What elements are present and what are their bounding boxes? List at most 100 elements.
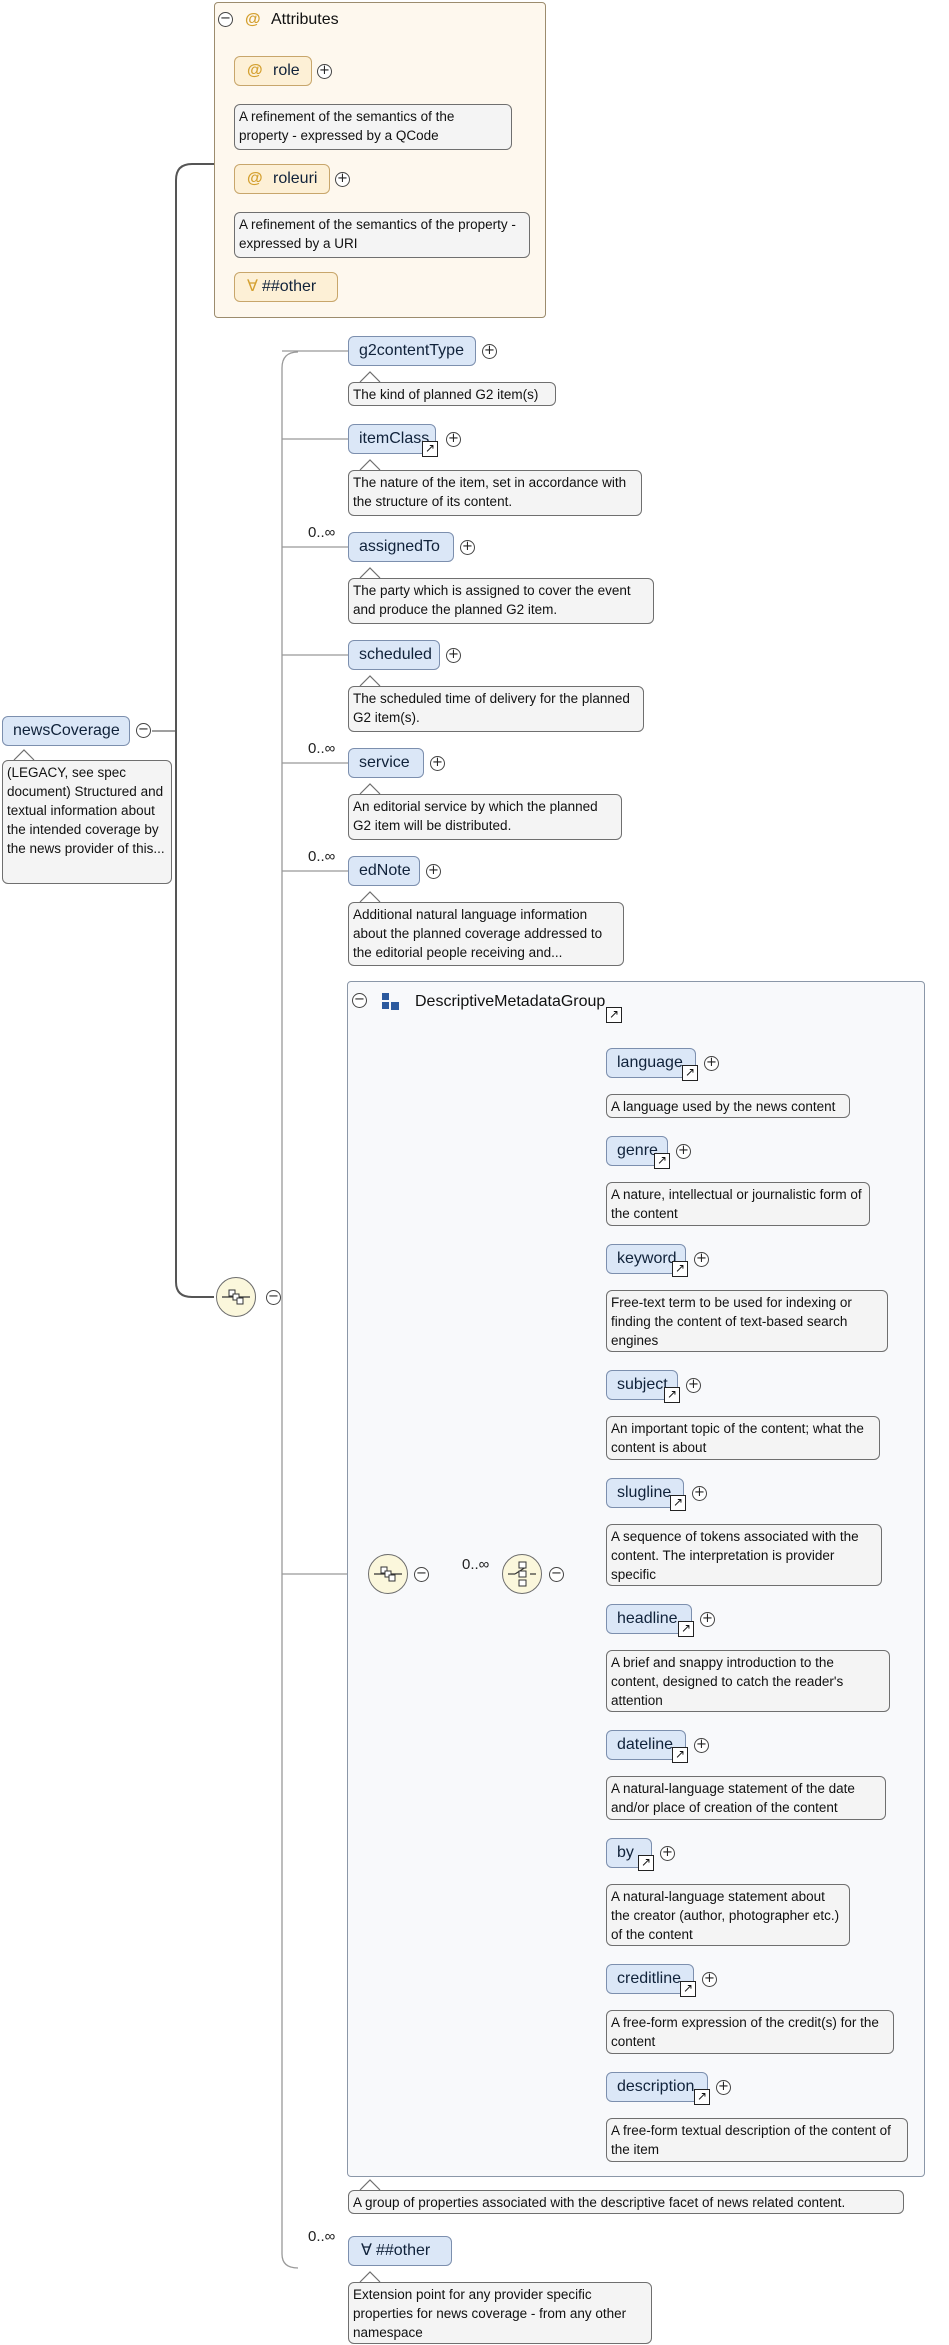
group-element-creditline-expand[interactable]: +: [702, 1972, 717, 1987]
group-element-language-documentation: A language used by the news content: [606, 1094, 850, 1118]
group-element-by-expand[interactable]: +: [660, 1846, 675, 1861]
choice-collapse-toggle[interactable]: −: [549, 1567, 564, 1582]
group-element-keyword-documentation: Free-text term to be used for indexing o…: [606, 1290, 888, 1352]
sequence-branch: [175, 731, 214, 1298]
for-all-icon: ∀: [361, 2242, 372, 2259]
reference-arrow-icon: ↗: [694, 2089, 710, 2105]
group-element-slugline-documentation: A sequence of tokens associated with the…: [606, 1524, 882, 1586]
doc-pointer: [359, 459, 381, 471]
group-element-creditline[interactable]: creditline: [606, 1964, 694, 1994]
element-g2contentType[interactable]: g2contentType: [348, 336, 476, 366]
element-scheduled-documentation: The scheduled time of delivery for the p…: [348, 686, 644, 732]
reference-arrow-icon: ↗: [654, 1153, 670, 1169]
root-element-newsCoverage[interactable]: newsCoverage: [2, 716, 130, 746]
any-element-other[interactable]: ∀##other: [348, 2236, 452, 2266]
group-element-by-documentation: A natural-language statement about the c…: [606, 1884, 850, 1946]
group-element-dateline-documentation: A natural-language statement of the date…: [606, 1776, 886, 1820]
reference-arrow-icon: ↗: [680, 1981, 696, 1997]
element-scheduled[interactable]: scheduled: [348, 640, 440, 670]
attributes-title-at-icon: @: [245, 11, 261, 28]
group-element-language[interactable]: language: [606, 1048, 696, 1078]
main-sequence-compositor[interactable]: [216, 1277, 256, 1317]
group-title: DescriptiveMetadataGroup: [415, 993, 606, 1010]
at-icon: @: [247, 62, 263, 79]
choice-icon: [508, 1561, 536, 1587]
attribute-role-expand[interactable]: +: [317, 64, 332, 79]
doc-pointer: [359, 2179, 381, 2191]
sequence-spine-bottom: [281, 1297, 299, 2269]
sequence-icon: [374, 1566, 402, 1582]
sequence-collapse-toggle[interactable]: −: [266, 1290, 281, 1305]
doc-pointer: [359, 675, 381, 687]
reference-arrow-icon: ↗: [682, 1065, 698, 1081]
element-assignedTo-documentation: The party which is assigned to cover the…: [348, 578, 654, 624]
doc-pointer: [359, 891, 381, 903]
reference-arrow-icon: ↗: [672, 1747, 688, 1763]
group-element-subject-documentation: An important topic of the content; what …: [606, 1416, 880, 1460]
reference-arrow-icon: ↗: [638, 1855, 654, 1871]
any-element-label: ##other: [375, 2242, 431, 2259]
group-element-headline[interactable]: headline: [606, 1604, 692, 1634]
multiplicity-label: 0..∞: [308, 740, 336, 757]
sequence-spine-top: [281, 351, 299, 1297]
reference-arrow-icon: ↗: [672, 1261, 688, 1277]
sequence-icon: [222, 1289, 250, 1305]
group-element-headline-documentation: A brief and snappy introduction to the c…: [606, 1650, 890, 1712]
group-element-dateline-expand[interactable]: +: [694, 1738, 709, 1753]
element-itemClass-expand[interactable]: +: [446, 432, 461, 447]
reference-arrow-icon: ↗: [664, 1387, 680, 1403]
group-element-description[interactable]: description: [606, 2072, 708, 2102]
element-service-documentation: An editorial service by which the planne…: [348, 794, 622, 840]
element-itemClass[interactable]: itemClass: [348, 424, 436, 454]
group-documentation: A group of properties associated with th…: [348, 2190, 904, 2214]
group-element-dateline[interactable]: dateline: [606, 1730, 686, 1760]
any-attribute-other[interactable]: ∀##other: [234, 272, 338, 302]
element-scheduled-expand[interactable]: +: [446, 648, 461, 663]
group-element-subject-expand[interactable]: +: [686, 1378, 701, 1393]
group-element-headline-expand[interactable]: +: [700, 1612, 715, 1627]
element-edNote-expand[interactable]: +: [426, 864, 441, 879]
at-icon: @: [247, 170, 263, 187]
element-edNote[interactable]: edNote: [348, 856, 420, 886]
attribute-label: role: [273, 62, 300, 79]
group-element-language-expand[interactable]: +: [704, 1056, 719, 1071]
group-sequence-compositor[interactable]: [368, 1554, 408, 1594]
attribute-label: roleuri: [273, 170, 318, 187]
group-sequence-collapse-toggle[interactable]: −: [414, 1567, 429, 1582]
group-collapse-toggle[interactable]: −: [352, 993, 367, 1008]
any-attribute-label: ##other: [261, 278, 317, 295]
element-g2contentType-expand[interactable]: +: [482, 344, 497, 359]
group-icon: [382, 993, 399, 1010]
element-g2contentType-documentation: The kind of planned G2 item(s): [348, 382, 556, 406]
multiplicity-label: 0..∞: [308, 848, 336, 865]
element-assignedTo-expand[interactable]: +: [460, 540, 475, 555]
any-other-multiplicity: 0..∞: [308, 2228, 336, 2245]
attribute-role[interactable]: @ role: [234, 56, 312, 86]
doc-pointer: [359, 567, 381, 579]
attribute-roleuri-expand[interactable]: +: [335, 172, 350, 187]
attributes-branch: [175, 163, 214, 731]
element-assignedTo[interactable]: assignedTo: [348, 532, 454, 562]
group-element-keyword-expand[interactable]: +: [694, 1252, 709, 1267]
group-choice-compositor[interactable]: [502, 1554, 542, 1594]
root-documentation: (LEGACY, see spec document) Structured a…: [2, 760, 172, 884]
group-element-genre-documentation: A nature, intellectual or journalistic f…: [606, 1182, 870, 1226]
reference-arrow-icon: ↗: [678, 1621, 694, 1637]
attributes-collapse-toggle[interactable]: −: [218, 12, 233, 27]
group-element-genre-expand[interactable]: +: [676, 1144, 691, 1159]
attributes-title: Attributes: [271, 11, 339, 28]
element-edNote-documentation: Additional natural language information …: [348, 902, 624, 966]
group-element-creditline-documentation: A free-form expression of the credit(s) …: [606, 2010, 894, 2054]
root-collapse-toggle[interactable]: −: [136, 723, 151, 738]
element-service[interactable]: service: [348, 748, 424, 778]
attribute-roleuri-documentation: A refinement of the semantics of the pro…: [234, 212, 530, 258]
group-element-description-expand[interactable]: +: [716, 2080, 731, 2095]
doc-pointer: [359, 783, 381, 795]
any-other-documentation: Extension point for any provider specifi…: [348, 2282, 652, 2344]
attribute-roleuri[interactable]: @ roleuri: [234, 164, 330, 194]
group-element-slugline-expand[interactable]: +: [692, 1486, 707, 1501]
reference-arrow-icon: ↗: [422, 441, 438, 457]
element-service-expand[interactable]: +: [430, 756, 445, 771]
reference-arrow-icon: ↗: [606, 1007, 622, 1023]
doc-pointer: [359, 2271, 381, 2283]
